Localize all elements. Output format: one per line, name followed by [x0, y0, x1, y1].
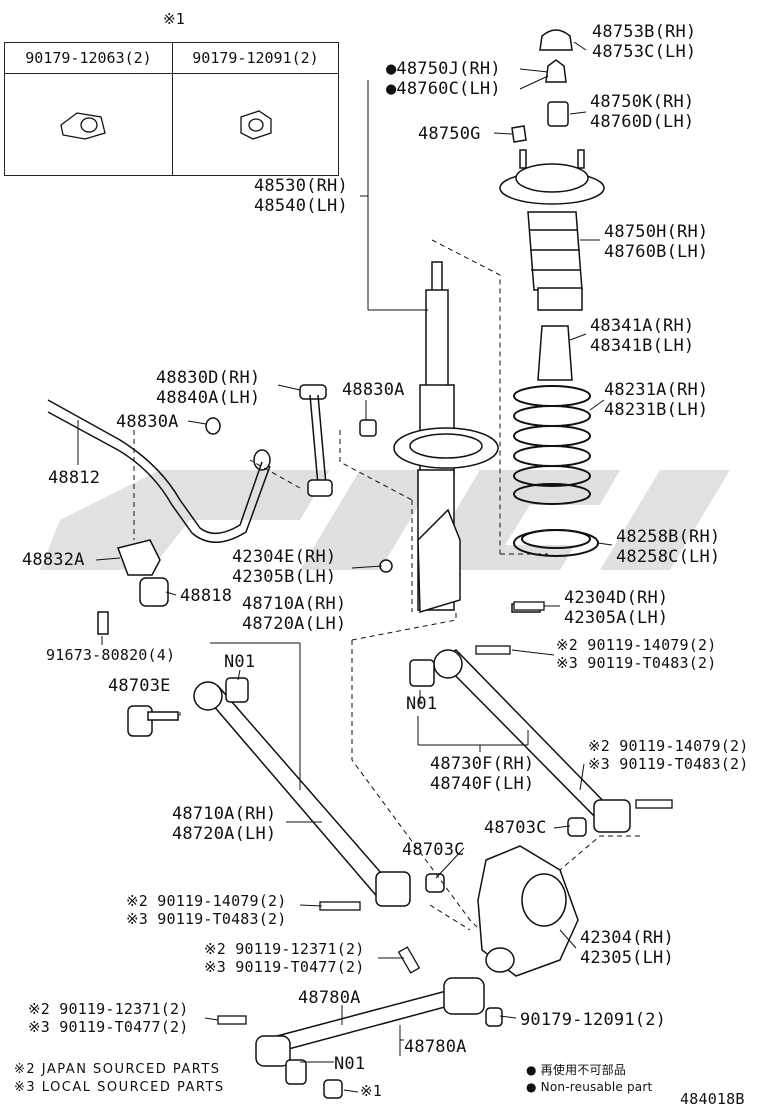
label-48740f-lh: 48740F(LH) [430, 774, 535, 794]
figure-code: 484018B [680, 1090, 745, 1108]
dashed-lines [133, 239, 640, 931]
label-48720a-mid-lh: 48720A(LH) [172, 824, 277, 844]
label-48258b-rh: 48258B(RH) [616, 527, 721, 547]
label-90119-t0477-b-3: ※3 90119-T0477(2) [28, 1018, 189, 1036]
label-48710a-top-rh: 48710A(RH) [242, 594, 347, 614]
legend-dot-jp [527, 1067, 533, 1073]
bolts [217, 601, 673, 1025]
legend-non-reusable-jp: ● 再使用不可部品 [526, 1063, 627, 1077]
label-48830a-right: 48830A [342, 380, 405, 400]
label-48753-lh: 48753C(LH) [592, 42, 697, 62]
label-42304-rh: 42304(RH) [580, 928, 674, 948]
label-48812: 48812 [48, 468, 101, 488]
label-48830d-rh: 48830D(RH) [156, 368, 261, 388]
label-48818: 48818 [180, 586, 233, 606]
label-90119-14079-b-2: ※2 90119-14079(2) [588, 737, 749, 755]
label-48753-rh: 48753B(RH) [592, 22, 697, 42]
label-48750g: 48750G [418, 124, 481, 144]
label-48703c-right: 48703C [484, 818, 547, 838]
label-90119-t0483-b-3: ※3 90119-T0483(2) [588, 755, 749, 773]
knuckle [477, 845, 579, 977]
label-48780a-bottom: 48780A [404, 1037, 467, 1057]
label-48832a: 48832A [22, 550, 85, 570]
watermark-logo [40, 470, 730, 570]
label-n01-b: N01 [406, 694, 438, 714]
label-48840a-lh: 48840A(LH) [156, 388, 261, 408]
label-n01-a: N01 [224, 652, 256, 672]
lower-arms [127, 649, 631, 1099]
label-90119-14079-a-2: ※2 90119-14079(2) [556, 636, 717, 654]
label-48750h-rh: 48750H(RH) [604, 222, 709, 242]
label-n01-c: N01 [334, 1054, 366, 1074]
table-divider [172, 43, 173, 175]
table-icons [60, 110, 272, 140]
fastener-reference-table: 90179-12063(2) 90179-12091(2) [4, 42, 339, 176]
label-mark1: ※1 [360, 1082, 382, 1100]
label-90119-t0483-a-3: ※3 90119-T0483(2) [556, 654, 717, 672]
label-42305-lh: 42305(LH) [580, 948, 674, 968]
label-90179-12091: 90179-12091(2) [520, 1010, 667, 1030]
label-48703e: 48703E [108, 676, 171, 696]
label-48730f-rh: 48730F(RH) [430, 754, 535, 774]
legend-non-reusable-en: ● Non-reusable part [526, 1080, 653, 1094]
label-48341a-rh: 48341A(RH) [590, 316, 695, 336]
label-48830a-left: 48830A [116, 412, 179, 432]
label-48540-lh: 48540(LH) [254, 196, 348, 216]
label-48231b-lh: 48231B(LH) [604, 400, 709, 420]
strut-assembly [379, 261, 541, 613]
label-90119-14079-c-2: ※2 90119-14079(2) [126, 892, 287, 910]
label-48760c-lh: ●48760C(LH) [386, 79, 501, 99]
footnote-mark: ※1 [163, 10, 185, 28]
note-japan-sourced: ※2 JAPAN SOURCED PARTS [14, 1062, 221, 1077]
stabilizer-link [205, 384, 377, 497]
label-48710a-mid-rh: 48710A(RH) [172, 804, 277, 824]
label-91673: 91673-80820(4) [46, 646, 176, 664]
label-42305a-lh: 42305A(LH) [564, 608, 669, 628]
leader-lines [77, 41, 613, 1093]
label-48231a-rh: 48231A(RH) [604, 380, 709, 400]
table-col-1: 90179-12063(2) [5, 43, 172, 74]
label-90119-12371-a-2: ※2 90119-12371(2) [204, 940, 365, 958]
stabilizer-bar [47, 399, 271, 543]
note-local-sourced: ※3 LOCAL SOURCED PARTS [14, 1080, 225, 1095]
label-48750j-rh: ●48750J(RH) [386, 59, 501, 79]
legend-dot-en [527, 1084, 533, 1090]
label-48258c-lh: 48258C(LH) [616, 547, 721, 567]
table-col-2: 90179-12091(2) [173, 43, 338, 74]
label-42304d-rh: 42304D(RH) [564, 588, 669, 608]
label-42305b-lh: 42305B(LH) [232, 567, 337, 587]
label-48780a-top: 48780A [298, 988, 361, 1008]
label-48750k-rh: 48750K(RH) [590, 92, 695, 112]
label-48703c-middle: 48703C [402, 840, 465, 860]
label-90119-t0483-c-3: ※3 90119-T0483(2) [126, 910, 287, 928]
label-90119-t0477-a-3: ※3 90119-T0477(2) [204, 958, 365, 976]
upper-mount-stack [499, 29, 605, 381]
label-42304e-rh: 42304E(RH) [232, 547, 337, 567]
stabilizer-bracket [97, 539, 169, 635]
label-90119-12371-b-2: ※2 90119-12371(2) [28, 1000, 189, 1018]
label-48760b-lh: 48760B(LH) [604, 242, 709, 262]
label-48760d-lh: 48760D(LH) [590, 112, 695, 132]
label-48341b-lh: 48341B(LH) [590, 336, 695, 356]
label-48720a-top-lh: 48720A(LH) [242, 614, 347, 634]
label-48530-rh: 48530(RH) [254, 176, 348, 196]
